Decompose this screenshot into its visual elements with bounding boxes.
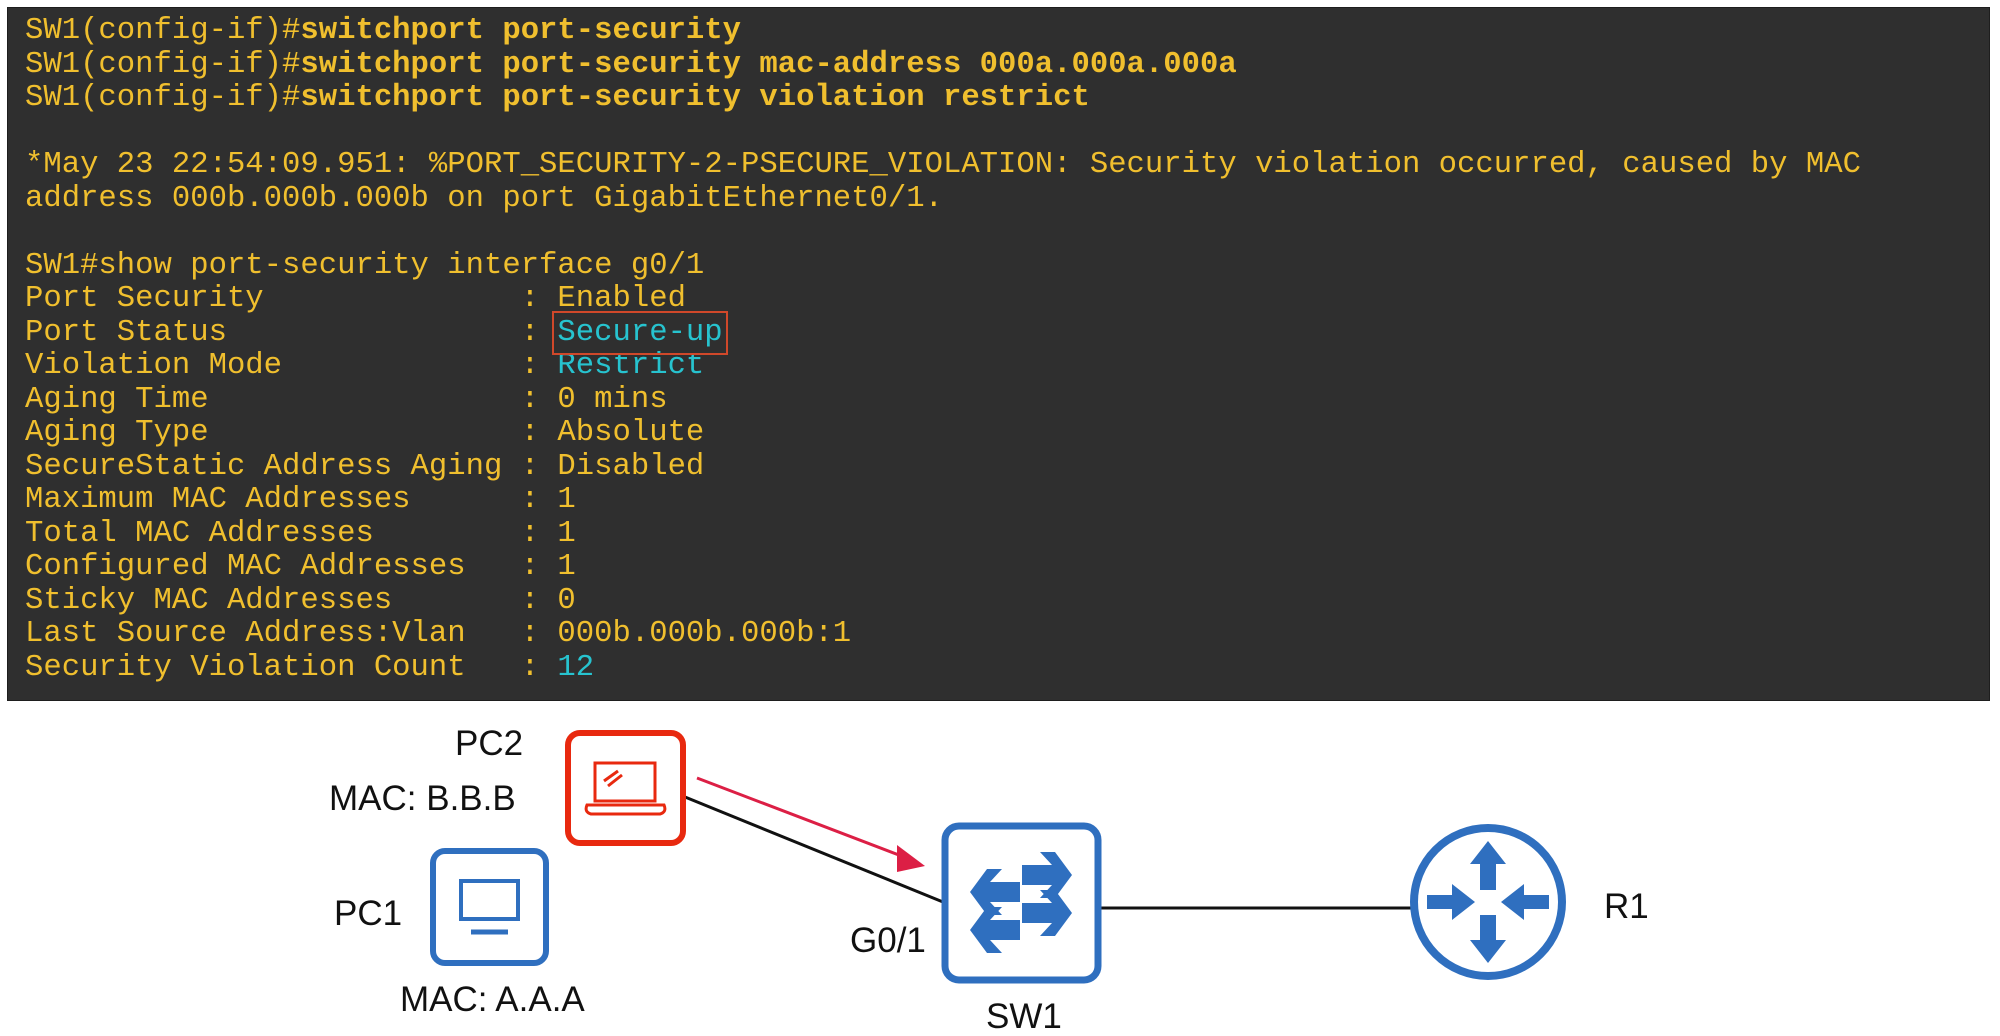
laptop-icon [584, 761, 667, 816]
sw1-device[interactable] [941, 822, 1102, 984]
field-value: Restrict [557, 349, 705, 383]
port-security-field-row: SecureStatic Address Aging : Disabled [25, 449, 1861, 485]
field-value: Absolute [557, 416, 705, 450]
field-label: Port Status [25, 315, 503, 350]
field-separator: : [502, 650, 558, 685]
field-value: 1 [557, 483, 576, 517]
field-label: SecureStatic Address Aging [25, 449, 503, 484]
field-label: Security Violation Count [25, 650, 503, 685]
network-diagram: PC2 MAC: B.B.B PC1 MAC: A.A.A G0/1 SW1 R… [0, 701, 2000, 1036]
field-separator: : [502, 483, 558, 517]
field-value: Enabled [557, 282, 686, 316]
cli-command: switchport port-security [300, 14, 742, 48]
field-value: 12 [557, 650, 595, 685]
switch-icon [970, 852, 1072, 953]
field-separator: : [502, 617, 558, 651]
field-separator: : [502, 516, 558, 551]
blank-line [25, 116, 1861, 150]
field-label: Port Security [25, 282, 503, 316]
port-security-field-row: Aging Type : Absolute [25, 416, 1861, 451]
syslog-message-line: address 000b.000b.000b on port GigabitEt… [25, 181, 943, 216]
pc2-device[interactable] [565, 730, 686, 846]
port-security-field-row: Sticky MAC Addresses : 0 [25, 583, 1861, 619]
field-value: 000b.000b.000b:1 [557, 617, 852, 651]
port-security-field-row: Port Security : Enabled [25, 282, 1861, 317]
field-label: Aging Time [25, 382, 503, 417]
syslog-message-line: *May 23 22:54:09.951: %PORT_SECURITY-2-P… [25, 148, 1861, 182]
desktop-icon [459, 879, 520, 935]
field-separator: : [502, 315, 558, 350]
link-pc2-sw1 [684, 795, 944, 904]
pc1-mac-label: MAC: A.A.A [400, 980, 585, 1019]
port-security-field-row: Security Violation Count : 12 [25, 650, 1861, 686]
field-label: Sticky MAC Addresses [25, 583, 503, 618]
r1-name-label: R1 [1604, 887, 1649, 926]
port-security-field-row: Total MAC Addresses : 1 [25, 516, 1861, 552]
sw1-port-label: G0/1 [850, 921, 926, 960]
field-value: Disabled [557, 449, 705, 484]
highlighted-field-value: Secure-up [552, 310, 728, 355]
config-command-line: SW1(config-if)#switchport port-security … [25, 47, 1861, 83]
config-command-line: SW1(config-if)#switchport port-security … [25, 81, 1861, 116]
field-separator: : [502, 583, 558, 618]
field-value: 0 mins [557, 382, 668, 417]
field-separator: : [502, 550, 558, 584]
port-security-field-row: Last Source Address:Vlan : 000b.000b.000… [25, 617, 1861, 652]
field-label: Configured MAC Addresses [25, 550, 503, 584]
pc2-name-label: PC2 [455, 724, 524, 763]
router-icon [1427, 841, 1549, 963]
port-security-field-row: Aging Time : 0 mins [25, 382, 1861, 418]
pc1-name-label: PC1 [334, 894, 403, 933]
pc1-device[interactable] [430, 848, 549, 966]
traffic-arrow [696, 776, 925, 872]
port-security-field-row: Violation Mode : Restrict [25, 349, 1861, 384]
cli-command: switchport port-security mac-address 000… [300, 47, 1237, 82]
r1-device[interactable] [1410, 824, 1566, 980]
field-value: 0 [557, 583, 576, 618]
field-value: 1 [557, 550, 576, 584]
port-security-field-row: Maximum MAC Addresses : 1 [25, 483, 1861, 518]
field-label: Maximum MAC Addresses [25, 483, 503, 517]
cli-prompt: SW1(config-if)# [25, 14, 301, 48]
blank-line [25, 216, 1861, 250]
field-separator: : [502, 382, 558, 417]
cli-prompt: SW1(config-if)# [25, 81, 301, 115]
field-label: Violation Mode [25, 349, 503, 383]
field-value: 1 [557, 516, 576, 551]
field-label: Aging Type [25, 416, 503, 450]
port-security-field-row: Configured MAC Addresses : 1 [25, 550, 1861, 585]
cli-command: switchport port-security violation restr… [300, 81, 1090, 115]
field-label: Total MAC Addresses [25, 516, 503, 551]
sw1-name-label: SW1 [986, 997, 1062, 1036]
pc2-mac-label: MAC: B.B.B [329, 779, 516, 818]
port-security-field-row: Port Status : Secure-up [25, 310, 1861, 355]
field-separator: : [502, 282, 558, 316]
field-separator: : [502, 349, 558, 383]
config-command-line: SW1(config-if)#switchport port-security [25, 14, 1861, 49]
field-separator: : [502, 449, 558, 484]
field-label: Last Source Address:Vlan [25, 617, 503, 651]
field-separator: : [502, 416, 558, 450]
cli-prompt: SW1(config-if)# [25, 47, 301, 82]
show-command-line: SW1#show port-security interface g0/1 [25, 248, 705, 283]
topology-svg [430, 730, 1566, 984]
